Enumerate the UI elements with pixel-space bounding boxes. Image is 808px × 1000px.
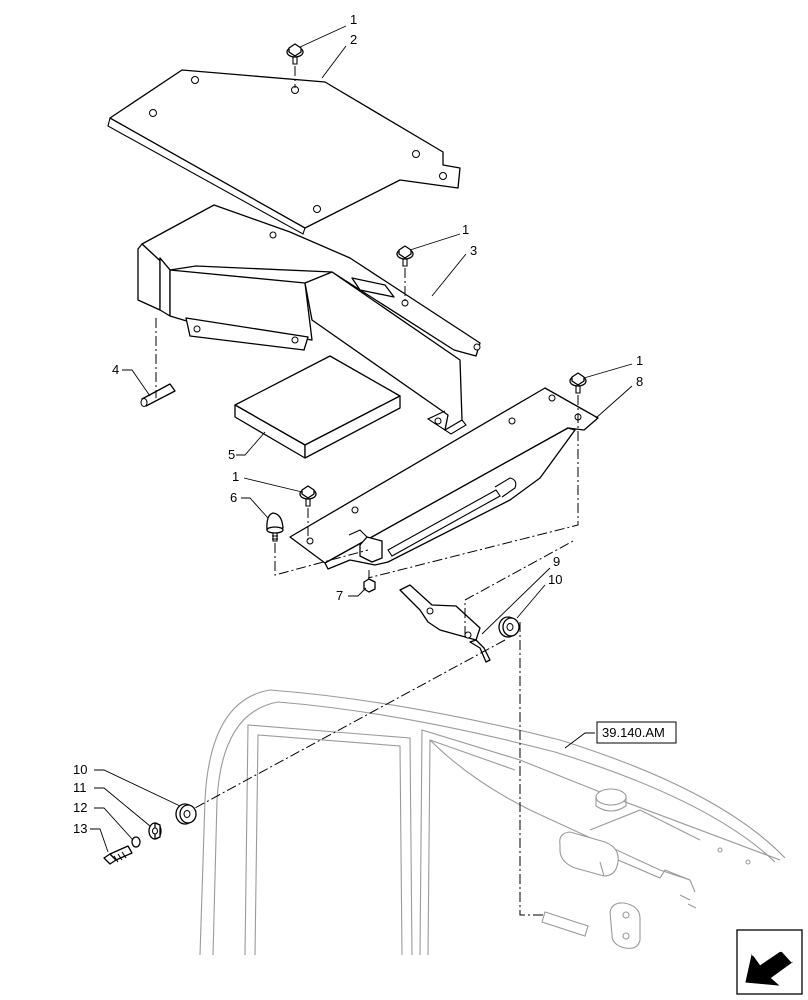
callout-7: 7 — [336, 588, 343, 603]
part-8-mounting-rail — [289, 387, 599, 570]
reference-label: 39.140.AM — [602, 725, 665, 740]
reference-link-39-140-am[interactable]: 39.140.AM — [596, 721, 677, 744]
part-12-lock-washer — [131, 836, 141, 848]
center-lines — [155, 66, 579, 916]
callout-4: 4 — [112, 362, 119, 377]
cab-outline — [199, 689, 786, 956]
reference-box — [596, 721, 677, 744]
part-10-grommet-upper — [498, 616, 520, 638]
callout-1-duct: 1 — [462, 222, 469, 237]
part-7-nut — [363, 578, 376, 593]
part-6-bumper — [266, 512, 284, 542]
part-13-bolt — [103, 845, 133, 865]
callout-1-rail: 1 — [636, 353, 643, 368]
part-1-screw-d — [299, 485, 317, 507]
callout-11: 11 — [73, 780, 87, 795]
part-10-grommet-lower — [175, 803, 197, 825]
leader-lines — [90, 25, 633, 853]
callout-labels: 1 2 1 3 4 5 1 8 1 6 7 9 10 10 11 12 13 — [73, 12, 643, 836]
callout-13: 13 — [73, 821, 87, 836]
callout-10-lower: 10 — [73, 762, 87, 777]
cab-bracket — [541, 831, 697, 949]
part-4-pin — [140, 383, 176, 407]
callout-5: 5 — [228, 447, 235, 462]
callout-3: 3 — [470, 243, 477, 258]
callout-8: 8 — [636, 374, 643, 389]
part-2-cover-plate — [107, 69, 461, 235]
callout-1-left: 1 — [232, 469, 239, 484]
part-1-screw-c — [569, 372, 587, 394]
callout-6: 6 — [230, 490, 237, 505]
part-3-duct — [137, 204, 481, 435]
part-5-pad — [234, 355, 401, 459]
callout-1-top: 1 — [350, 12, 357, 27]
part-9-hook-bracket — [399, 584, 491, 663]
arrow-icon[interactable] — [736, 929, 803, 995]
part-1-screw-b — [396, 245, 414, 267]
callout-12: 12 — [73, 800, 87, 815]
callout-9: 9 — [553, 554, 560, 569]
part-1-screw-a — [286, 43, 304, 65]
part-11-washer — [148, 822, 162, 840]
callout-10-upper: 10 — [548, 572, 562, 587]
callout-2: 2 — [350, 32, 357, 47]
